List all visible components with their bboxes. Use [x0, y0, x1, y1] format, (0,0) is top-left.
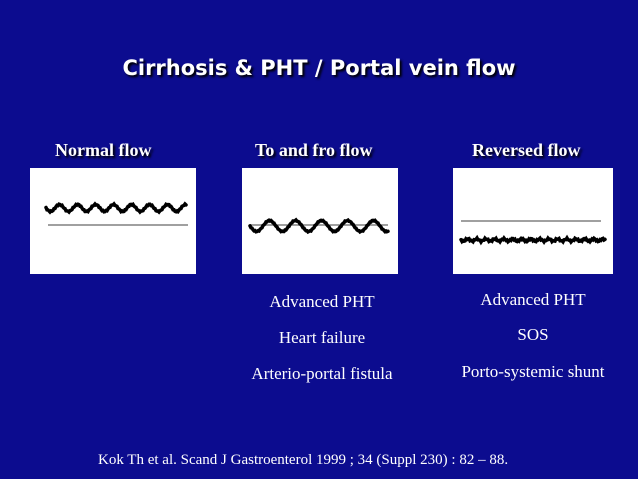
- to-and-fro-note-3: Arterio-portal fistula: [251, 364, 393, 383]
- reversed-flow-trace: [459, 234, 607, 246]
- slide-title: Cirrhosis & PHT / Portal vein flow: [122, 56, 516, 80]
- normal-flow-trace: [44, 201, 188, 215]
- to-and-fro-flow-panel: [242, 168, 398, 274]
- reversed-note-3: Porto-systemic shunt: [461, 362, 605, 381]
- to-and-fro-note-2: Heart failure: [278, 328, 366, 347]
- normal-flow-panel: [30, 168, 196, 274]
- reversed-flow-waveform: [459, 220, 607, 246]
- to-and-fro-flow-trace: [248, 217, 390, 235]
- to-and-fro-flow-label: To and fro flow: [255, 140, 373, 160]
- reversed-note-2: SOS: [517, 325, 549, 344]
- citation: Kok Th et al. Scand J Gastroenterol 1999…: [98, 452, 509, 468]
- to-and-fro-flow-waveform: [248, 217, 390, 235]
- to-and-fro-note-1: Advanced PHT: [269, 292, 375, 311]
- reversed-note-1: Advanced PHT: [480, 290, 586, 309]
- reversed-flow-panel: [453, 168, 613, 274]
- normal-flow-waveform: [44, 201, 188, 226]
- reversed-flow-label: Reversed flow: [472, 140, 581, 160]
- normal-flow-label: Normal flow: [55, 140, 152, 160]
